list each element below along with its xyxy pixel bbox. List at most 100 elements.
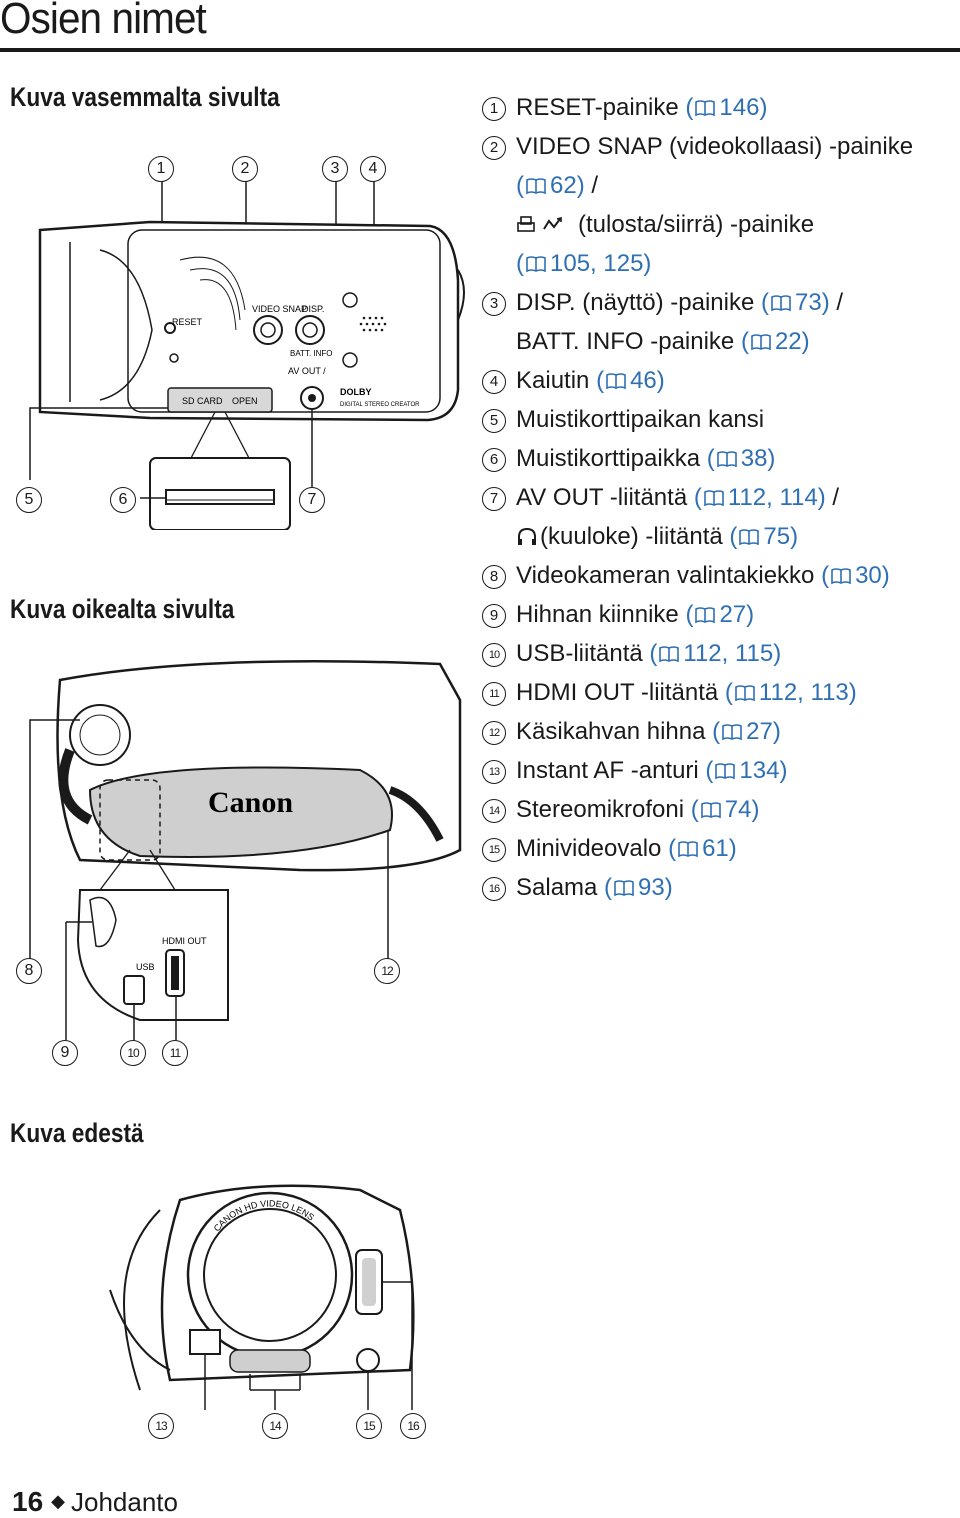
book-icon [716, 451, 737, 468]
item-line: Minivideovalo (61) [516, 829, 960, 868]
paren: ( [690, 796, 699, 823]
item-text: USB-liitäntä [516, 640, 650, 667]
section-right-side: Kuva oikealta sivulta [10, 594, 235, 624]
label-batt-info: BATT. INFO [290, 349, 333, 358]
item-text: Kaiutin [516, 367, 597, 394]
callout-16: 16 [400, 1413, 426, 1439]
memory-card-slot [165, 489, 275, 505]
item-line: RESET-painike (146) [516, 88, 960, 127]
page-reference: 134) [739, 757, 788, 784]
item-line: AV OUT -liitäntä (112, 114) / [516, 478, 960, 517]
page-reference: 46) [630, 367, 665, 394]
list-item: 5 Muistikorttipaikan kansi [482, 400, 960, 439]
paren: ( [685, 601, 694, 628]
paren: ( [761, 289, 770, 316]
item-text-after: / [584, 172, 599, 199]
list-item: 4 Kaiutin (46) [482, 361, 960, 400]
item-line: Hihnan kiinnike (27) [516, 595, 960, 634]
book-icon [722, 724, 742, 741]
paren: ( [712, 718, 721, 745]
paren: ( [740, 328, 749, 355]
usb-terminal [123, 975, 145, 1005]
item-line: (105, 125) [516, 244, 960, 283]
item-text: Videokameran valintakiekko [516, 562, 822, 589]
item-number: 1 [482, 97, 506, 121]
instant-af-sensor [189, 1329, 221, 1355]
paren: ( [604, 874, 613, 901]
callout-4: 4 [360, 156, 386, 182]
book-icon [735, 685, 755, 702]
item-line: BATT. INFO -painike (22) [516, 322, 960, 361]
paren: ( [649, 640, 658, 667]
diamond-icon: ◆ [51, 1491, 65, 1511]
item-number: 12 [482, 721, 506, 745]
label-video-snap: VIDEO SNAP [252, 304, 307, 314]
stereo-microphone [229, 1349, 311, 1373]
paren: ( [693, 484, 702, 511]
book-icon [526, 256, 546, 273]
paren: ( [516, 250, 524, 277]
flash [356, 1348, 380, 1372]
item-text: Salama [516, 874, 605, 901]
camera-body [38, 220, 460, 422]
list-item: 15 Minivideovalo (61) [482, 829, 960, 868]
item-number: 16 [482, 877, 506, 901]
book-icon [704, 490, 724, 507]
label-hdmi-out: HDMI OUT [162, 936, 207, 946]
page-reference: 146) [719, 94, 768, 121]
list-item: 1 RESET-painike (146) [482, 88, 960, 127]
callout-7: 7 [299, 487, 325, 513]
book-icon [606, 373, 626, 390]
item-line: VIDEO SNAP (videokollaasi) -painike [516, 127, 960, 166]
label-usb: USB [136, 962, 155, 972]
list-item: 7 AV OUT -liitäntä (112, 114) / (kuuloke) … [482, 478, 960, 556]
item-text: AV OUT -liitäntä [516, 484, 694, 511]
item-number: 6 [482, 448, 506, 472]
label-av-out: AV OUT / [288, 366, 326, 376]
item-number: 13 [482, 760, 506, 784]
item-line: Videokameran valintakiekko (30) [516, 556, 960, 595]
list-item: 9 Hihnan kiinnike (27) [482, 595, 960, 634]
paren: ( [706, 445, 715, 472]
item-line: HDMI OUT -liitäntä (112, 113) [516, 673, 960, 712]
item-text: Stereomikrofoni [516, 796, 691, 823]
left-side-camera-figure: RESET VIDEO SNAP DISP. BATT. INFO AV OUT… [29, 180, 465, 530]
label-reset: RESET [172, 317, 203, 327]
item-number: 5 [482, 409, 506, 433]
grip-belt [88, 766, 393, 858]
item-number: 4 [482, 370, 506, 394]
page-title: Osien nimet [0, 0, 207, 43]
item-number: 7 [482, 487, 506, 511]
item-line: Kaiutin (46) [516, 361, 960, 400]
item-text: Muistikorttipaikan kansi [516, 406, 765, 433]
item-number: 9 [482, 604, 506, 628]
callout-10: 10 [120, 1040, 146, 1066]
paren: ( [705, 757, 714, 784]
label-disp: DISP. [302, 304, 324, 314]
item-line: Salama (93) [516, 868, 960, 907]
page-number: 16 [12, 1486, 44, 1517]
item-text: VIDEO SNAP (videokollaasi) -painike [516, 133, 914, 160]
book-icon [771, 295, 791, 312]
book-icon [695, 100, 716, 117]
paren: ( [516, 172, 524, 199]
mode-dial [69, 704, 131, 766]
item-number: 3 [482, 292, 506, 316]
label-digital-stereo: DIGITAL STEREO CREATOR [340, 402, 420, 408]
speaker-grille [359, 316, 387, 332]
book-icon [739, 529, 760, 546]
sd-card-cover [167, 387, 273, 413]
item-text: (kuuloke) -liitäntä [540, 523, 730, 550]
book-icon [715, 763, 736, 780]
item-text: RESET-painike [516, 94, 686, 121]
item-number: 14 [482, 799, 506, 823]
item-number: 15 [482, 838, 506, 862]
book-icon [695, 607, 716, 624]
page-footer: 16◆Johdanto [12, 1486, 178, 1518]
